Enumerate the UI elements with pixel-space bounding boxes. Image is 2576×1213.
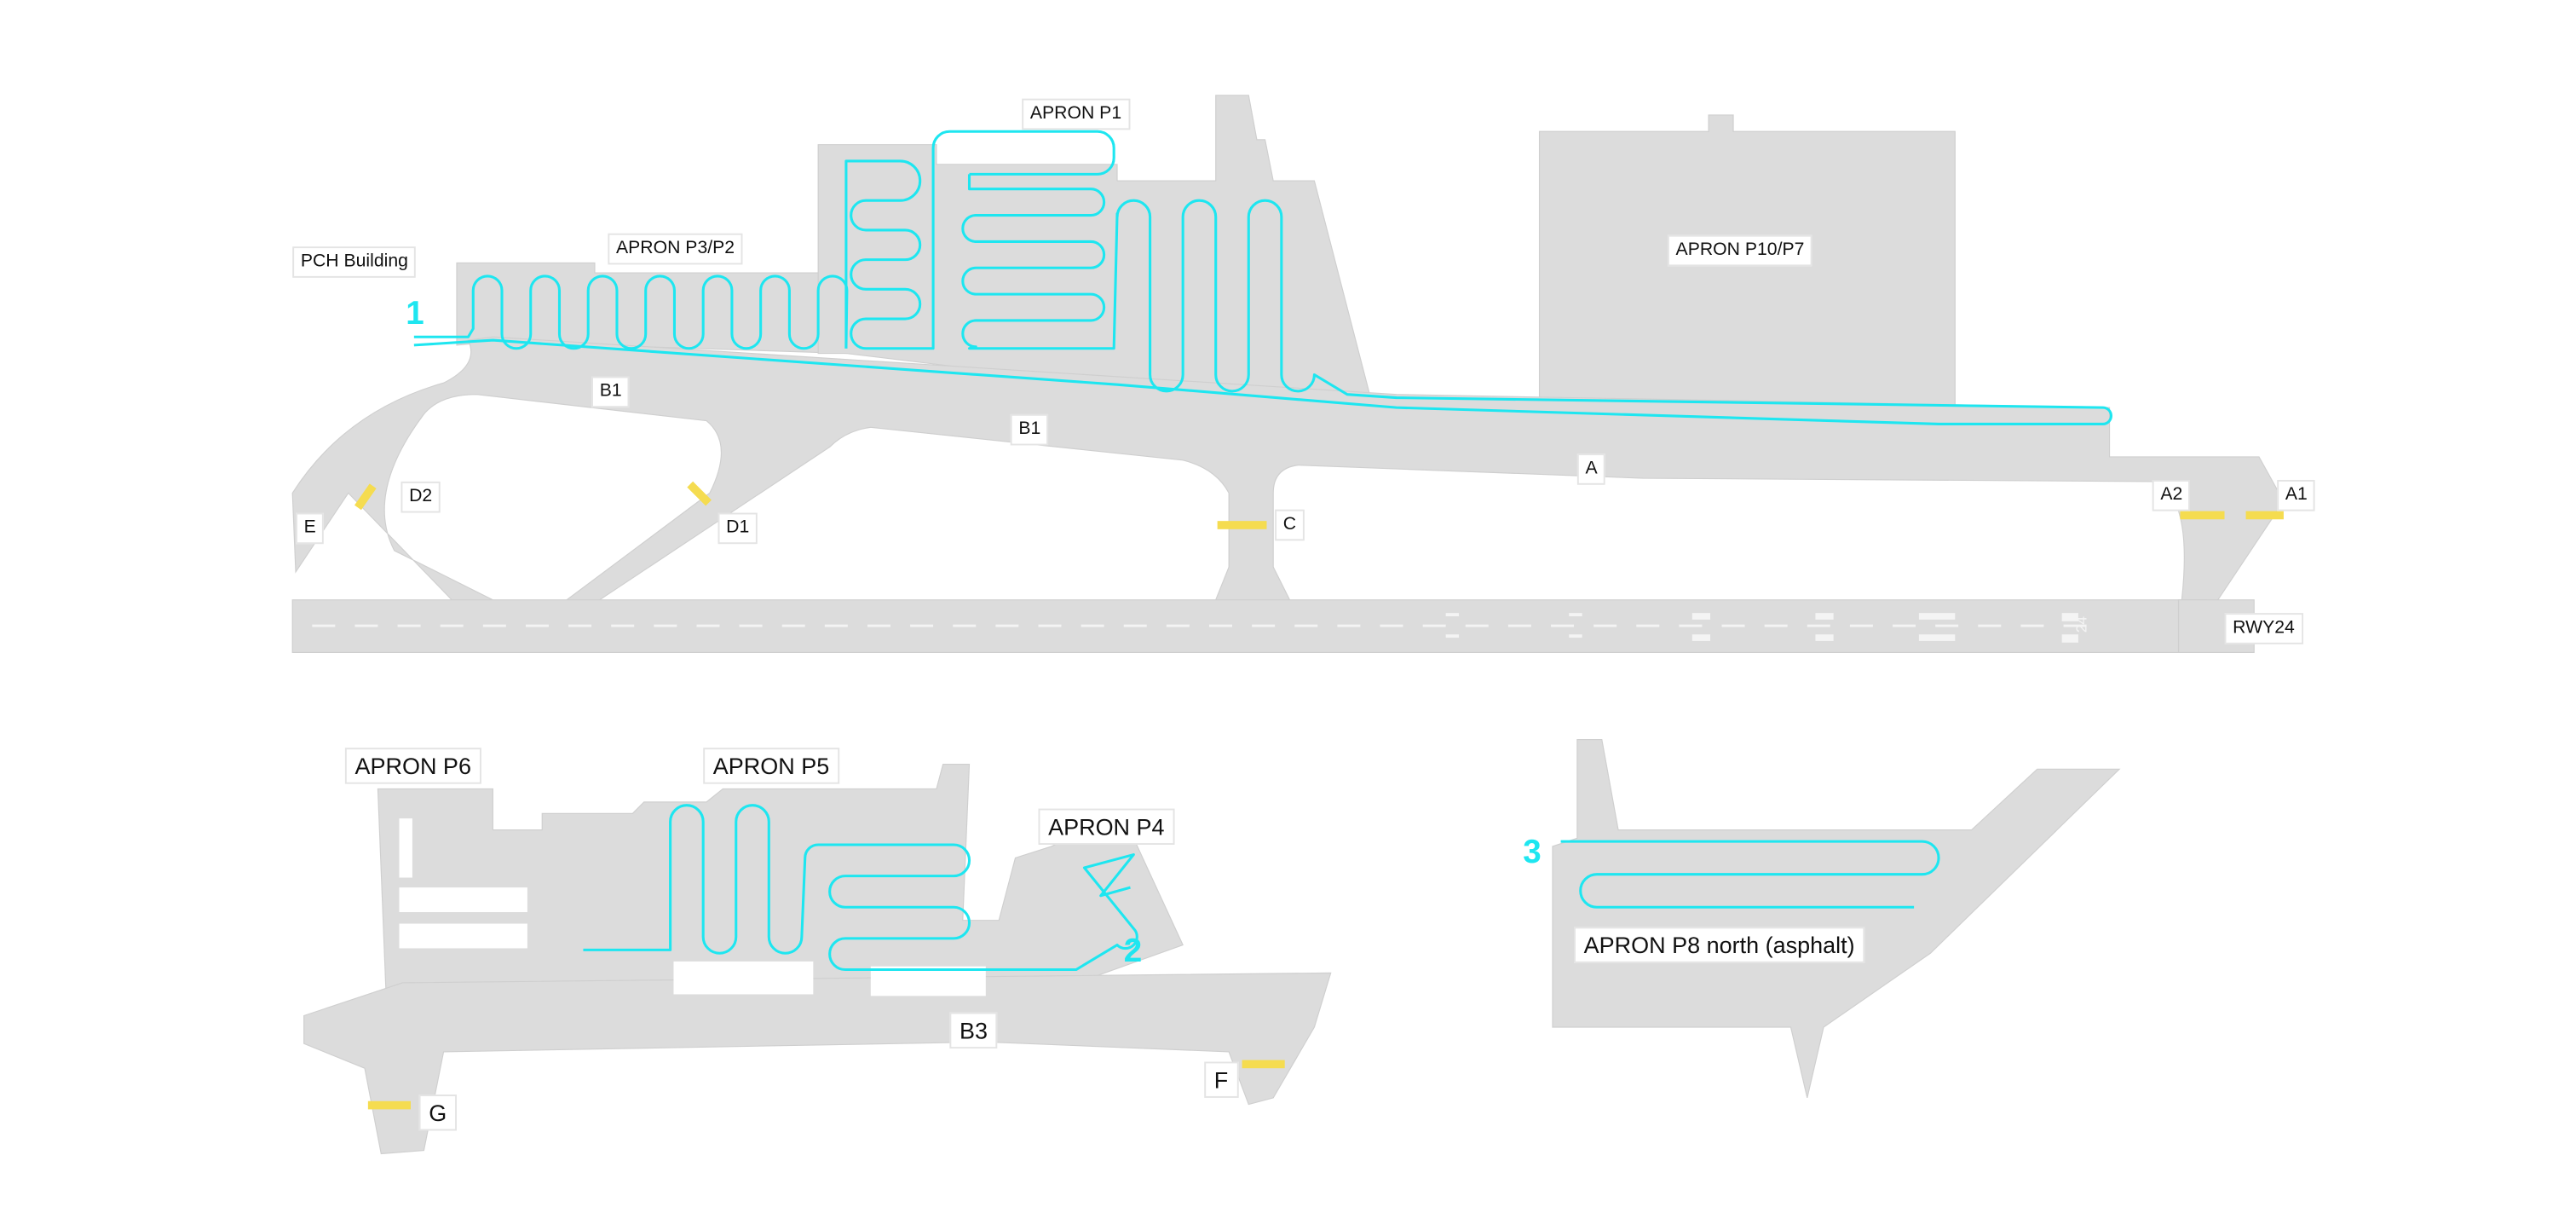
label-taxiway-e: E <box>296 512 325 545</box>
label-taxiway-a2: A2 <box>2152 479 2191 511</box>
label-taxiway-b3: B3 <box>949 1012 998 1049</box>
label-apron-p8: APRON P8 north (asphalt) <box>1574 927 1865 963</box>
label-apron-p1: APRON P1 <box>1022 98 1130 130</box>
label-taxiway-b1: B1 <box>591 376 631 408</box>
route-1-p1-west <box>844 130 1115 350</box>
apron-p1-area <box>817 95 1373 403</box>
route-2 <box>583 804 1138 972</box>
runway-24 <box>291 599 2207 653</box>
hold-a2 <box>2180 511 2225 520</box>
runway-designator: 24 <box>2073 616 2090 633</box>
route-number-2: 2 <box>1123 933 1143 970</box>
label-apron-p10-p7: APRON P10/P7 <box>1667 234 1813 267</box>
label-apron-p4: APRON P4 <box>1038 808 1175 845</box>
label-taxiway-f: F <box>1204 1061 1238 1098</box>
hold-f <box>1242 1060 1285 1069</box>
hold-d2 <box>354 483 377 511</box>
label-taxiway-g: G <box>418 1095 457 1131</box>
route-number-3: 3 <box>1523 835 1542 871</box>
apron-p6-p5-p4-area <box>377 763 1184 996</box>
label-taxiway-a1: A1 <box>2277 479 2316 511</box>
hold-c <box>1217 521 1267 529</box>
taxiway-b3 <box>303 972 1332 1155</box>
runway-markings <box>312 613 2087 643</box>
label-pch-building: PCH Building <box>292 246 417 278</box>
apron-p8-area <box>1552 739 2121 1099</box>
label-runway: RWY24 <box>2224 613 2303 644</box>
route-1-p3-p2 <box>413 274 849 350</box>
hold-a1 <box>2245 511 2284 520</box>
label-taxiway-a: A <box>1576 453 1606 485</box>
hold-markings <box>354 481 2284 1110</box>
route-3 <box>1560 840 1940 909</box>
hold-g <box>367 1100 411 1110</box>
route-number-1: 1 <box>406 296 424 332</box>
route-1-p1-east <box>413 174 2113 425</box>
label-taxiway-d2: D2 <box>401 481 441 513</box>
label-taxiway-b1: B1 <box>1010 413 1049 446</box>
label-taxiway-c: C <box>1275 509 1305 541</box>
label-apron-p3-p2: APRON P3/P2 <box>608 233 743 265</box>
label-taxiway-d1: D1 <box>717 512 758 545</box>
label-apron-p6: APRON P6 <box>344 748 481 784</box>
apron-p6-stands <box>399 818 986 996</box>
hold-d1 <box>687 481 712 506</box>
label-apron-p5: APRON P5 <box>703 748 839 784</box>
